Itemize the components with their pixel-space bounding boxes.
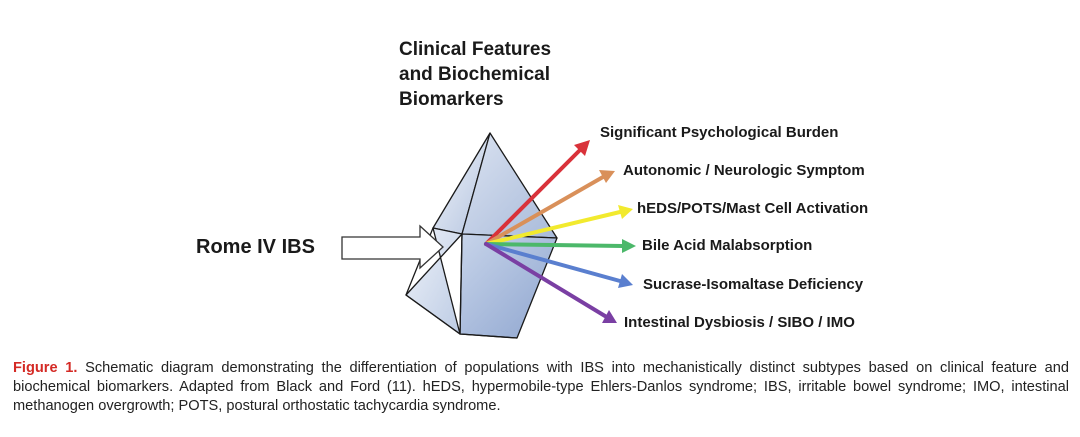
- output-label-sucrase: Sucrase-Isomaltase Deficiency: [643, 276, 864, 293]
- caption-text: Schematic diagram demonstrating the diff…: [13, 360, 1069, 414]
- output-label-psychological-burden: Significant Psychological Burden: [600, 124, 839, 141]
- figure-label: Figure 1.: [13, 360, 78, 376]
- input-arrow: [341, 224, 444, 270]
- diagram-title-line-1: Clinical Features: [399, 39, 552, 60]
- prism-diagram: [341, 132, 636, 339]
- output-label-heds-pots: hEDS/POTS/Mast Cell Activation: [637, 200, 869, 217]
- output-label-dysbiosis: Intestinal Dysbiosis / SIBO / IMO: [624, 314, 855, 331]
- output-arrows: [484, 140, 636, 323]
- arrow-psychological-burden: [484, 140, 590, 246]
- input-label: Rome IV IBS: [196, 236, 315, 258]
- arrow-dysbiosis: [484, 242, 617, 323]
- figure-caption: Figure 1. Schematic diagram demonstratin…: [13, 359, 1069, 416]
- output-label-autonomic: Autonomic / Neurologic Symptom: [623, 162, 865, 179]
- arrow-bile-acid: [484, 239, 636, 253]
- output-label-bile-acid: Bile Acid Malabsorption: [642, 237, 813, 254]
- prism: [405, 132, 558, 339]
- diagram-title-line-3: Biomarkers: [399, 89, 504, 110]
- arrow-sucrase: [484, 242, 633, 288]
- diagram-title-line-2: and Biochemical: [399, 64, 550, 85]
- arrow-heds-pots: [484, 205, 633, 246]
- arrow-autonomic: [484, 170, 615, 246]
